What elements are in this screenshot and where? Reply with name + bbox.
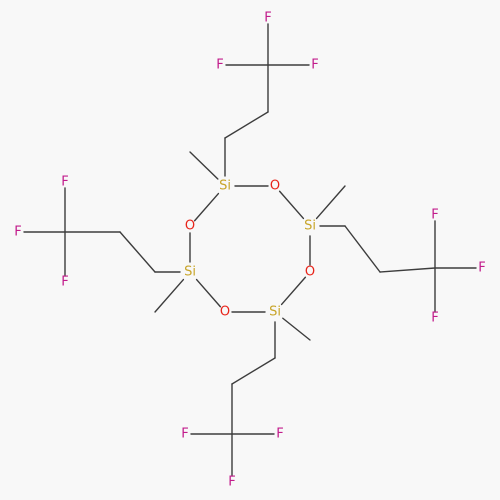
atom-label-f-f1b: F [216, 58, 223, 73]
bond-c4a-c4b [119, 231, 156, 273]
atom-label-f-f4a: F [61, 175, 68, 190]
atom-label-f-f2c: F [431, 311, 438, 326]
atom-label-o-o1: O [270, 179, 280, 194]
atom-label-f-f1a: F [264, 11, 271, 26]
atom-label-f-f3b: F [276, 427, 283, 442]
bond-si3-c3m [282, 317, 311, 341]
bond-o3-si4 [195, 278, 222, 308]
atom-label-si-si2: Si [304, 219, 316, 234]
atom-label-f-f2b: F [478, 261, 485, 276]
atom-label-o-o2: O [305, 265, 315, 280]
atom-label-o-o4: O [185, 219, 195, 234]
atom-label-f-f3a: F [181, 427, 188, 442]
bond-c2a-c2b [344, 225, 381, 273]
bond-si2-c2m [315, 185, 346, 220]
atom-label-f-f4c: F [61, 275, 68, 290]
atom-label-si-si3: Si [269, 305, 281, 320]
bond-c2b-c2c [379, 267, 436, 273]
atom-label-si-si4: Si [184, 265, 196, 280]
bond-o4-si1 [193, 192, 220, 222]
bond-si1-c1m [189, 151, 219, 180]
bond-c1a-c1b [224, 111, 269, 139]
bond-o1-si2 [278, 190, 305, 220]
atom-label-f-f1c: F [311, 58, 318, 73]
bond-layer [23, 23, 477, 477]
atom-label-f-f3c: F [228, 475, 235, 490]
bond-c3a-c3b [231, 357, 276, 385]
atom-label-f-f4b: F [14, 225, 21, 240]
atom-label-o-o3: O [220, 305, 230, 320]
atom-label-f-f2a: F [431, 208, 438, 223]
bond-si4-c4m [154, 278, 185, 313]
atom-label-si-si1: Si [219, 179, 231, 194]
bond-o2-si3 [280, 276, 307, 306]
